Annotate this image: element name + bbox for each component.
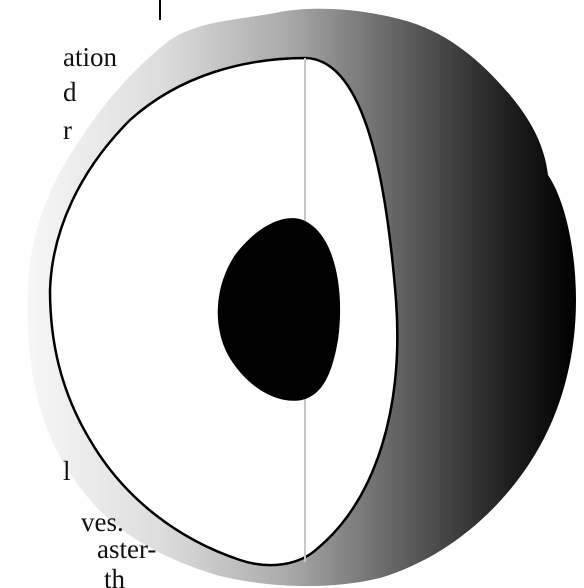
text-fragment-5: ves.	[81, 509, 124, 536]
text-fragment-3: r	[63, 117, 72, 144]
text-fragment-4: l	[63, 458, 71, 485]
text-fragment-1: ation	[63, 44, 117, 71]
text-fragment-2: d	[63, 79, 77, 106]
text-fragment-6: aster-	[97, 536, 156, 563]
text-fragment-7: th	[104, 566, 125, 588]
